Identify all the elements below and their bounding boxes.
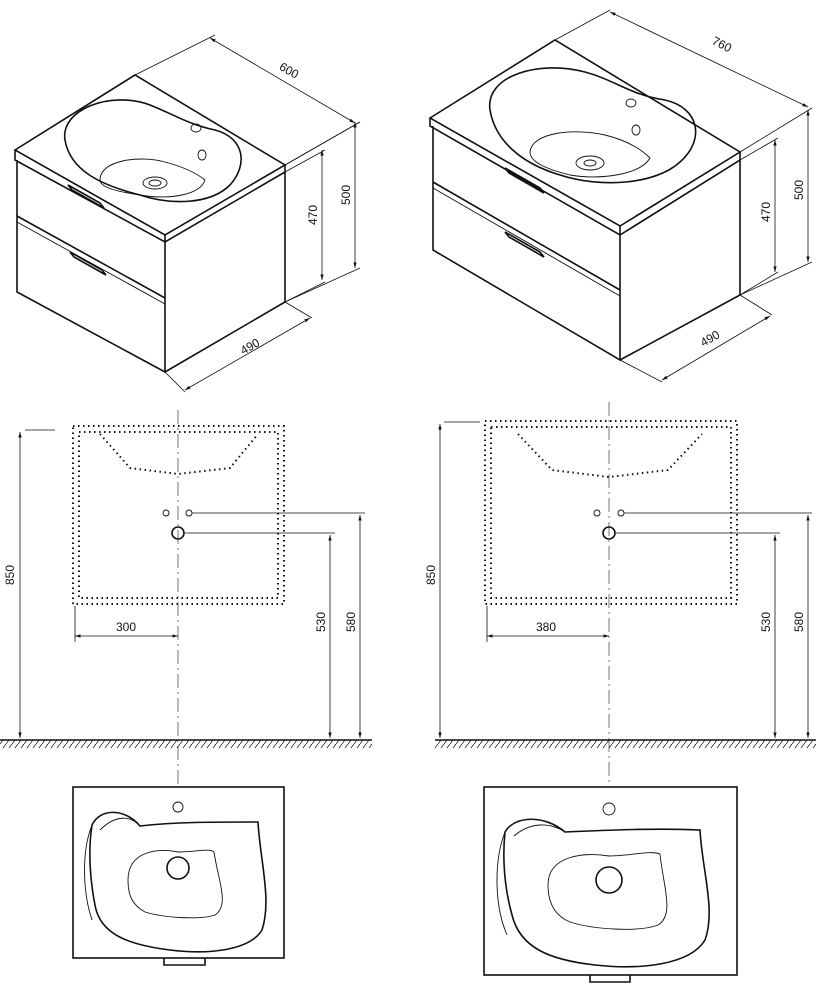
small-tap-height-label: 580 xyxy=(344,612,358,632)
large-height-label: 500 xyxy=(792,180,806,200)
large-unit-isometric: 760 500 470 490 xyxy=(428,9,813,383)
floor-hatch xyxy=(435,740,816,748)
floor-hatch xyxy=(0,740,372,748)
small-drain-offset-label: 300 xyxy=(116,620,136,634)
large-width-label: 760 xyxy=(710,34,734,56)
small-depth-label: 490 xyxy=(238,335,263,357)
large-unit-top-view xyxy=(483,786,738,983)
large-cabinet-height-label: 470 xyxy=(759,202,773,222)
large-mount-height-label: 850 xyxy=(424,565,438,585)
small-cabinet-height-label: 470 xyxy=(306,205,320,225)
small-width-label: 600 xyxy=(277,59,302,81)
large-tap-height-label: 580 xyxy=(792,612,806,632)
small-unit-front-view: 850 300 530 580 xyxy=(0,410,372,785)
small-unit-isometric: 600 500 470 490 xyxy=(13,34,361,393)
small-drain-height-label: 530 xyxy=(314,612,328,632)
small-unit-top-view xyxy=(72,786,285,966)
large-drain-height-label: 530 xyxy=(759,612,773,632)
small-mount-height-label: 850 xyxy=(3,565,17,585)
small-height-label: 500 xyxy=(339,185,353,205)
large-unit-front-view: 850 380 530 580 xyxy=(424,402,816,785)
large-drain-offset-label: 380 xyxy=(536,620,556,634)
